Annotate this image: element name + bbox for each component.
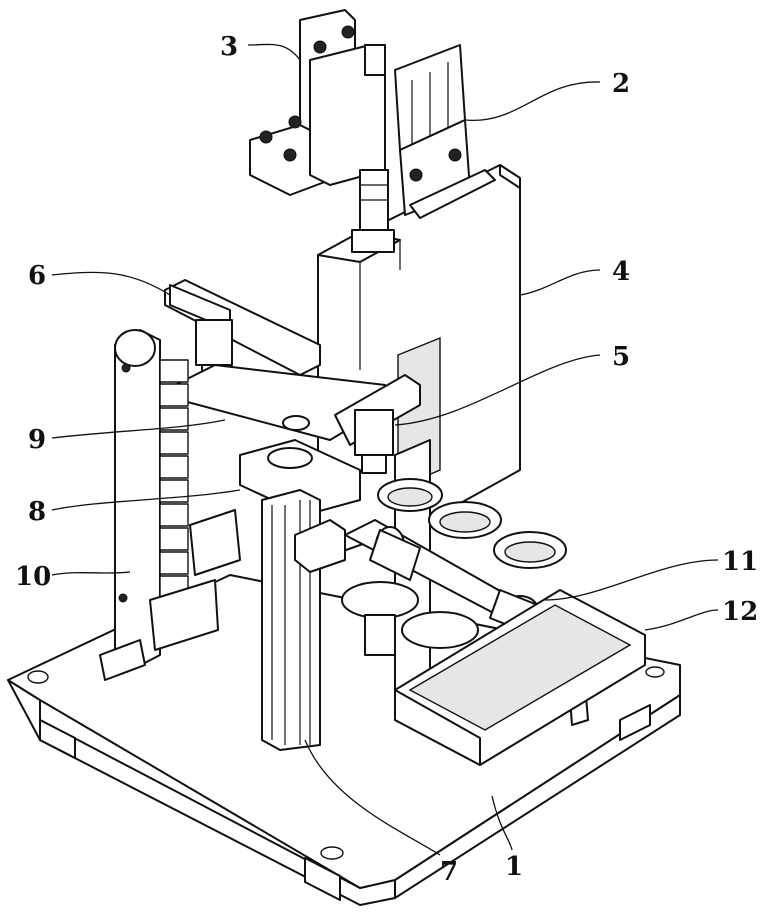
- tower-sprocket: [115, 330, 155, 366]
- base-hole-2: [321, 847, 343, 859]
- bolt-icon: [342, 26, 354, 38]
- bolt-icon: [314, 41, 326, 53]
- bolt-icon: [284, 149, 296, 161]
- callout-10: 10: [15, 562, 51, 592]
- leader-3: [248, 44, 300, 60]
- rotary-disc: [268, 448, 312, 468]
- tower-drive-box: [190, 510, 240, 575]
- bolt-icon: [119, 594, 127, 602]
- rod-top-fitting: [365, 45, 385, 75]
- callout-6: 6: [28, 261, 46, 291]
- spool-1: [342, 582, 418, 618]
- callout-7: 7: [440, 857, 458, 887]
- leader-12: [645, 610, 718, 630]
- spool-2: [402, 612, 478, 648]
- right-slider-shaft: [362, 455, 386, 473]
- right-slider-motor: [355, 410, 393, 455]
- base-hole-3: [646, 667, 664, 677]
- callout-11: 11: [722, 547, 758, 577]
- callout-9: 9: [28, 425, 46, 455]
- spool-stem: [365, 615, 395, 655]
- bolt-icon: [449, 149, 461, 161]
- leader-6: [52, 272, 170, 295]
- base-hole-1: [28, 671, 48, 683]
- callout-8: 8: [28, 497, 46, 527]
- callout-2: 2: [612, 69, 630, 99]
- base-foot-left: [40, 720, 75, 758]
- rod-clamp: [352, 230, 394, 252]
- callout-1: 1: [505, 852, 523, 882]
- bolt-icon: [260, 131, 272, 143]
- leader-11: [545, 560, 718, 600]
- slider-motor: [196, 320, 232, 365]
- chain-buckets: [160, 360, 188, 598]
- leader-2: [465, 82, 600, 120]
- bolt-icon: [122, 364, 130, 372]
- callout-12: 12: [722, 597, 758, 627]
- bolt-icon: [289, 116, 301, 128]
- bolt-icon: [410, 169, 422, 181]
- callout-4: 4: [612, 257, 630, 287]
- callout-5: 5: [612, 342, 630, 372]
- callout-3: 3: [220, 32, 238, 62]
- leader-4: [520, 270, 600, 295]
- plate-boss: [283, 416, 309, 430]
